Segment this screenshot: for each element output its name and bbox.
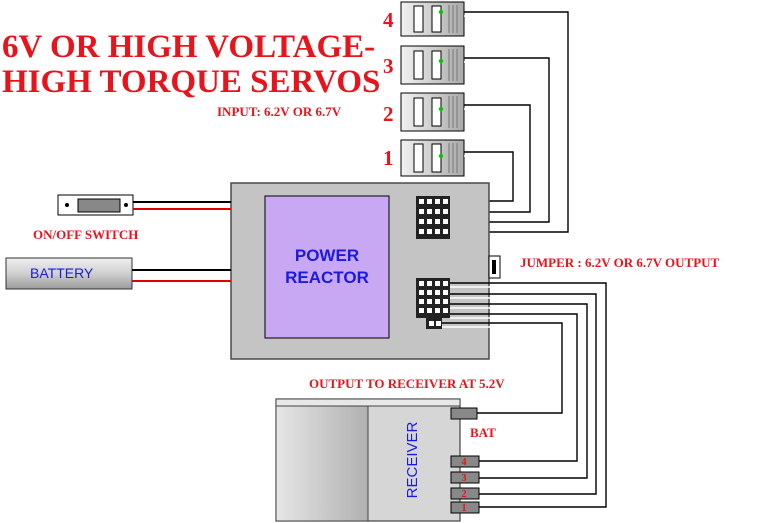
reactor-label-line-1: POWER — [295, 246, 359, 265]
reactor-label-line-2: REACTOR — [285, 268, 369, 287]
battery-wires — [132, 269, 231, 282]
servo-connector-block — [416, 196, 450, 239]
servo-number: 1 — [383, 146, 394, 170]
servo-1: 1 — [383, 139, 465, 177]
output-label: OUTPUT TO RECEIVER AT 5.2V — [309, 376, 505, 391]
servo-3: 3 — [383, 45, 465, 85]
title-line-1: 6V OR HIGH VOLTAGE- — [2, 29, 375, 65]
input-voltage-note: INPUT: 6.2V OR 6.7V — [217, 104, 342, 119]
servo-2: 2 — [383, 92, 465, 132]
receiver-label: RECEIVER — [404, 421, 421, 498]
receiver-port-3: 3 — [450, 471, 480, 484]
bat-label: BAT — [470, 425, 496, 440]
servo-number: 4 — [383, 8, 394, 32]
jumper — [488, 255, 501, 279]
port-number: 3 — [462, 473, 467, 484]
receiver-bat-port — [450, 407, 478, 420]
receiver-port-2: 2 — [450, 487, 480, 500]
switch-label: ON/OFF SWITCH — [33, 227, 138, 242]
receiver: RECEIVER 4 3 2 1 — [275, 398, 480, 522]
battery: BATTERY — [5, 257, 133, 290]
receiver-connector-block — [416, 278, 450, 329]
servo-number: 2 — [383, 102, 394, 126]
servo-number: 3 — [383, 54, 394, 78]
port-number: 1 — [462, 503, 467, 514]
power-reactor: POWER REACTOR — [230, 182, 501, 360]
receiver-wires — [442, 282, 607, 508]
port-number: 4 — [462, 457, 467, 468]
switch-wires — [133, 201, 231, 210]
receiver-port-1: 1 — [450, 501, 480, 514]
title-line-2: HIGH TORQUE SERVOS — [2, 64, 380, 100]
servo-4: 4 — [383, 1, 465, 37]
jumper-label: JUMPER : 6.2V OR 6.7V OUTPUT — [520, 255, 720, 270]
battery-label: BATTERY — [30, 265, 94, 281]
on-off-switch[interactable] — [57, 194, 134, 216]
port-number: 2 — [462, 489, 467, 500]
receiver-port-4: 4 — [450, 455, 480, 468]
